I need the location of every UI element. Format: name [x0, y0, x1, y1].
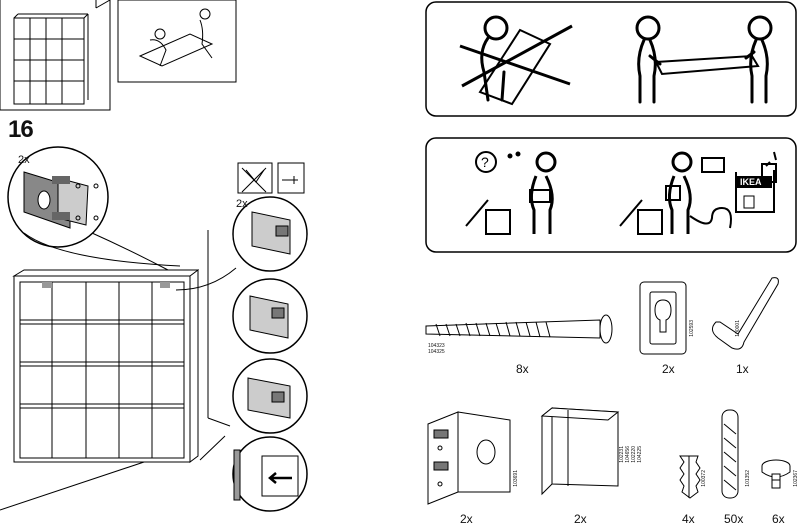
- side-detail-qty: 2x: [236, 198, 248, 210]
- allen-key-qty: 1x: [736, 362, 749, 376]
- step-number: 16: [8, 116, 34, 143]
- ikea-store-sign: IKEA: [740, 177, 762, 187]
- screw-qty: 8x: [516, 362, 529, 376]
- svg-text:?: ?: [481, 154, 489, 170]
- wall-plate-qty: 2x: [662, 362, 675, 376]
- screw-part-number-2: 104325: [428, 349, 445, 355]
- screw-part-number-1: 104323: [428, 343, 445, 349]
- detail-qty: 2x: [18, 154, 30, 166]
- corner-guard-qty: 2x: [574, 512, 587, 526]
- plug-qty: 4x: [682, 512, 695, 526]
- glide-qty: 6x: [772, 512, 785, 526]
- dowel-qty: 50x: [724, 512, 744, 526]
- angle-bracket-qty: 2x: [460, 512, 473, 526]
- glide-part-number: 102367: [793, 470, 799, 487]
